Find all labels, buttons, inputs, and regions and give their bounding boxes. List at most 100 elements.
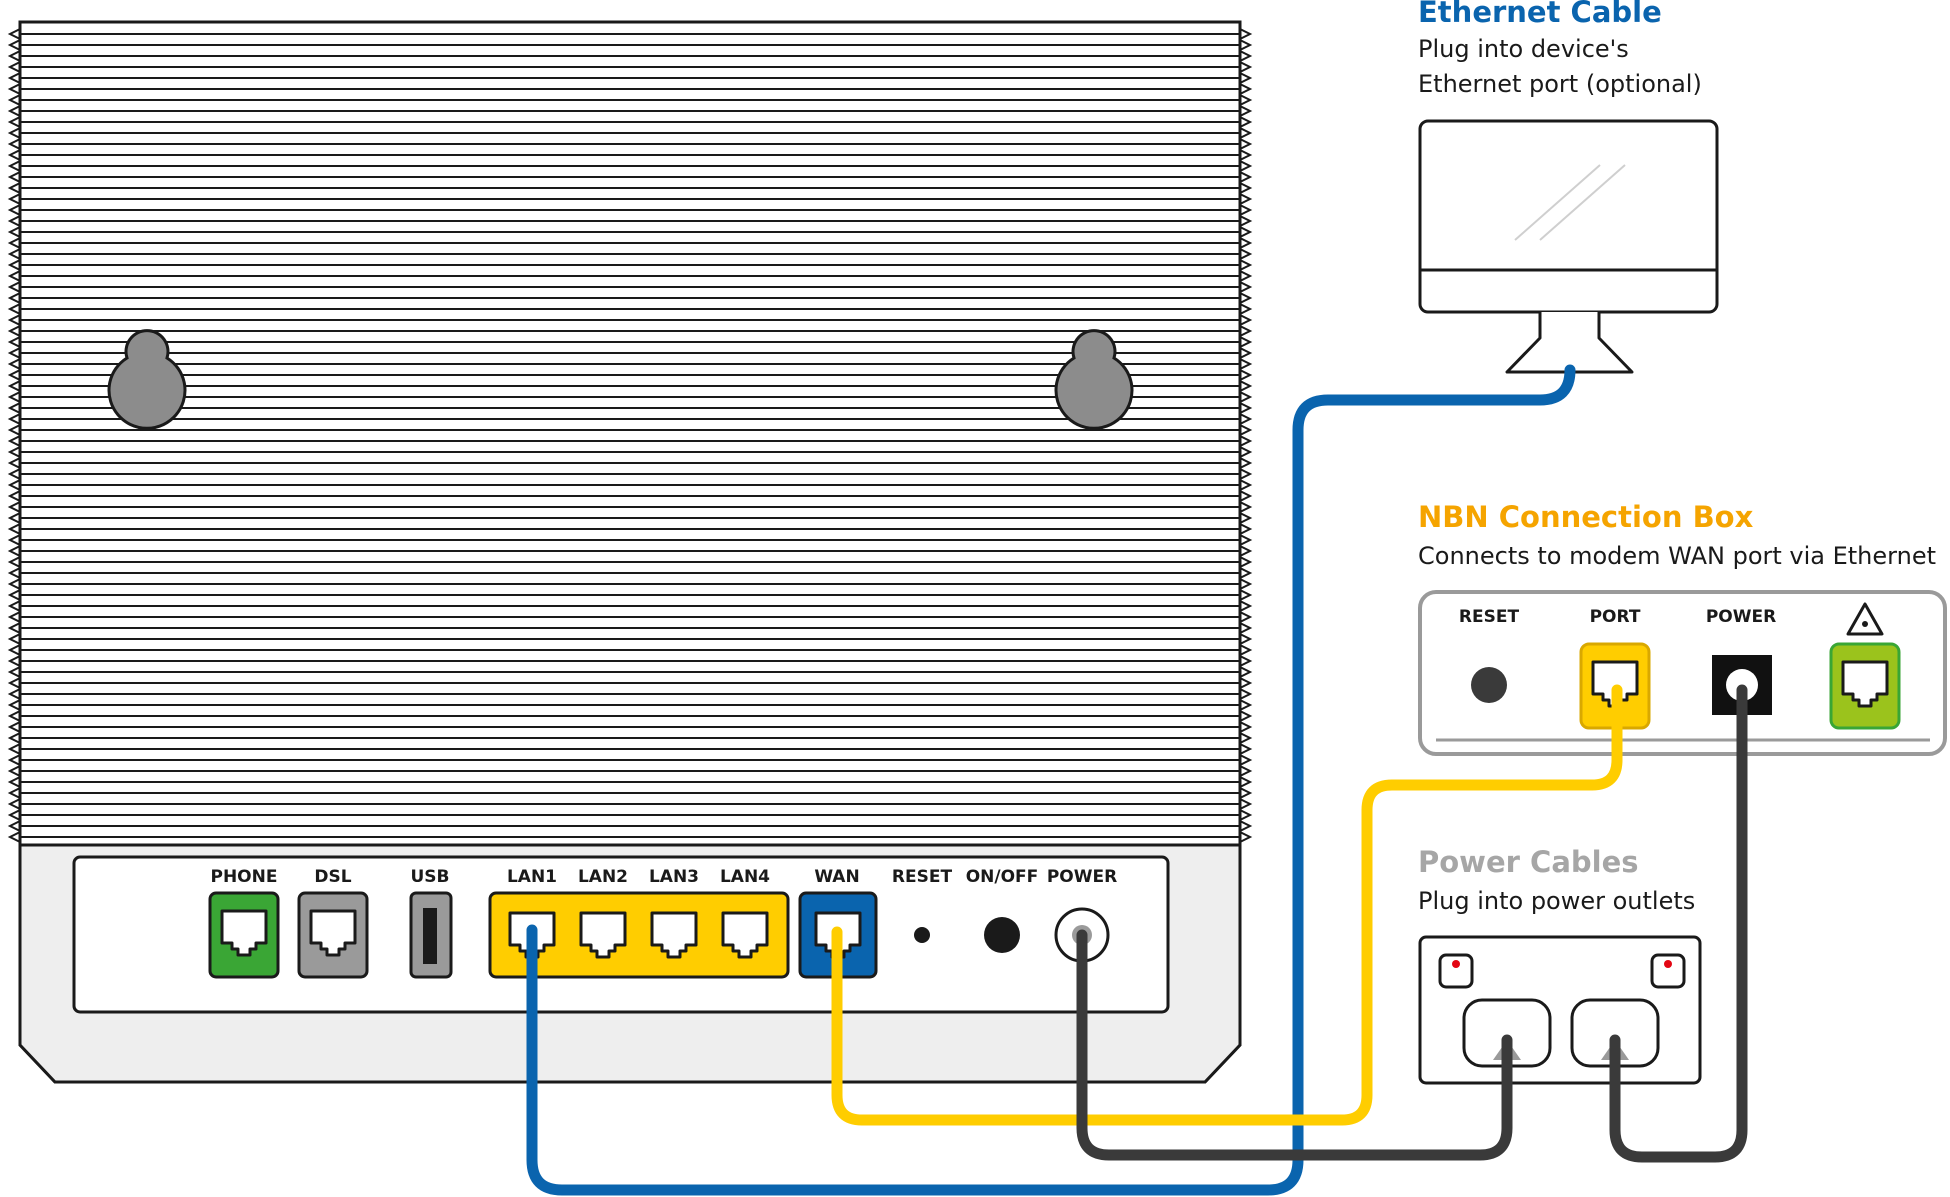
modem-rib-edge-right <box>1239 116 1253 128</box>
lan1-port-label: LAN1 <box>507 867 557 887</box>
modem-rib-edge-right <box>1239 215 1253 227</box>
modem-rib-edge-right <box>1239 809 1253 821</box>
modem-rib-edge-right <box>1239 578 1253 590</box>
modem-rib-edge-left <box>7 578 21 590</box>
modem-rib-edge-right <box>1239 413 1253 425</box>
modem-rib-edge-left <box>7 314 21 326</box>
usb-port[interactable] <box>409 891 453 979</box>
modem-rib-edge-left <box>7 435 21 447</box>
modem-rib-edge-left <box>7 501 21 513</box>
modem-rib-edge-right <box>1239 336 1253 348</box>
modem-rib-edge-left <box>7 523 21 535</box>
modem-rib-edge-right <box>1239 237 1253 249</box>
modem-rib-edge-left <box>7 281 21 293</box>
nbn-reset-button[interactable] <box>1471 667 1507 703</box>
modem-rib-edge-left <box>7 270 21 282</box>
modem-rib-edge-right <box>1239 281 1253 293</box>
modem-rib-edge-left <box>7 457 21 469</box>
power-port-label: POWER <box>1047 867 1117 887</box>
modem-rib-edge-left <box>7 215 21 227</box>
modem-rib-edge-right <box>1239 666 1253 678</box>
modem-rib-edge-right <box>1239 182 1253 194</box>
modem-rib-edge-left <box>7 259 21 271</box>
modem-rib-edge-right <box>1239 204 1253 216</box>
modem-rib-edge-left <box>7 710 21 722</box>
modem-rib-edge-left <box>7 325 21 337</box>
modem-rib-edge-right <box>1239 490 1253 502</box>
modem-rib-edge-right <box>1239 468 1253 480</box>
modem-rib-edge-right <box>1239 226 1253 238</box>
modem-rib-edge-left <box>7 369 21 381</box>
dsl-port[interactable] <box>297 891 369 979</box>
modem-rib-edge-right <box>1239 424 1253 436</box>
outlet-switch-right[interactable] <box>1650 953 1686 989</box>
modem-rib-edge-left <box>7 754 21 766</box>
modem-rib-edge-left <box>7 116 21 128</box>
modem-rib-edge-left <box>7 798 21 810</box>
modem-rib-edge-right <box>1239 677 1253 689</box>
modem-rib-edge-right <box>1239 105 1253 117</box>
modem-rib-edge-right <box>1239 94 1253 106</box>
phone-port[interactable] <box>208 891 280 979</box>
modem-rib-edge-right <box>1239 149 1253 161</box>
modem-rib-edge-right <box>1239 765 1253 777</box>
modem-rib-edge-right <box>1239 644 1253 656</box>
modem-rib-edge-left <box>7 589 21 601</box>
modem-rib-edge-left <box>7 600 21 612</box>
modem-rib-edge-left <box>7 358 21 370</box>
modem-rib-edge-right <box>1239 545 1253 557</box>
outlet-switch-left[interactable] <box>1438 953 1474 989</box>
modem-rib-edge-left <box>7 182 21 194</box>
modem-rib-edge-right <box>1239 347 1253 359</box>
modem-rib-edge-right <box>1239 72 1253 84</box>
modem-rib-edge-left <box>7 556 21 568</box>
modem-rib-edge-right <box>1239 534 1253 546</box>
modem-rib-edge-left <box>7 765 21 777</box>
modem-rib-edge-right <box>1239 303 1253 315</box>
onoff-button-label: ON/OFF <box>966 867 1039 887</box>
nbn-connection-box <box>1418 590 1947 756</box>
modem-rib-edge-right <box>1239 655 1253 667</box>
modem-rib-edge-right <box>1239 710 1253 722</box>
lan4-port-label: LAN4 <box>720 867 770 887</box>
modem-rib-edge-left <box>7 820 21 832</box>
modem-rib-edge-right <box>1239 589 1253 601</box>
wall-mount-hole-right <box>1054 329 1134 430</box>
modem-rib-edge-right <box>1239 193 1253 205</box>
modem-rib-edge-left <box>7 391 21 403</box>
nbn-fibre-port[interactable] <box>1829 642 1901 730</box>
modem-rib-edge-left <box>7 149 21 161</box>
modem-rib-edge-right <box>1239 787 1253 799</box>
modem-rib-edge-left <box>7 446 21 458</box>
modem-rib-edge-left <box>7 732 21 744</box>
modem-rib-edge-right <box>1239 721 1253 733</box>
modem-rib-edge-left <box>7 567 21 579</box>
modem-rib-edge-right <box>1239 688 1253 700</box>
modem-rib-edge-right <box>1239 259 1253 271</box>
modem-rib-edge-left <box>7 72 21 84</box>
dsl-port-label: DSL <box>314 867 351 887</box>
modem-rib-edge-right <box>1239 435 1253 447</box>
modem-rib-edge-left <box>7 226 21 238</box>
modem-rib-edge-left <box>7 83 21 95</box>
modem-rib-edge-right <box>1239 567 1253 579</box>
lan2-port-label: LAN2 <box>578 867 628 887</box>
modem-rib-edge-left <box>7 413 21 425</box>
modem-rib-edge-right <box>1239 248 1253 260</box>
ethernet-cable-title: Ethernet Cable <box>1418 0 1662 29</box>
modem-rib-edge-left <box>7 611 21 623</box>
modem-rib-edge-left <box>7 94 21 106</box>
modem-rib-edge-right <box>1239 39 1253 51</box>
wall-mount-hole-left <box>107 329 187 430</box>
modem-onoff-button[interactable] <box>984 917 1020 953</box>
modem-rib-edge-right <box>1239 611 1253 623</box>
modem-power-cable <box>1076 929 1513 1161</box>
modem-rib-edge-left <box>7 479 21 491</box>
modem-rib-edge-left <box>7 644 21 656</box>
modem-reset-button[interactable] <box>914 927 930 943</box>
ethernet-cable-desc-line1: Plug into device's <box>1418 35 1629 63</box>
modem-rib-edge-right <box>1239 292 1253 304</box>
modem-rib-edge-right <box>1239 501 1253 513</box>
modem-rib-edge-left <box>7 743 21 755</box>
modem-rib-edge-left <box>7 127 21 139</box>
